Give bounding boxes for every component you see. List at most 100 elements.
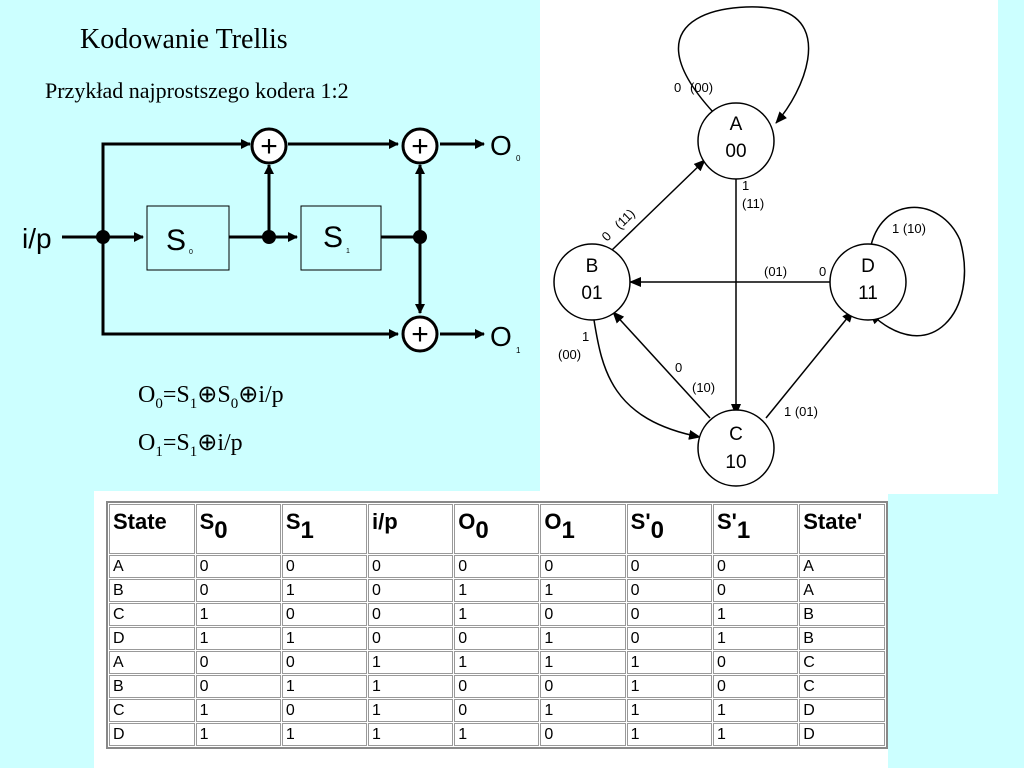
table-cell: C: [109, 603, 195, 626]
state-node-a: [697, 102, 775, 180]
table-cell: 1: [368, 651, 454, 674]
column-header: S1: [281, 504, 368, 554]
table-cell: 0: [712, 579, 799, 602]
table-cell: 0: [626, 555, 712, 578]
table-cell: 0: [368, 603, 454, 626]
table-cell: 0: [454, 555, 540, 578]
table-cell: D: [109, 723, 195, 746]
transition-ac-output: (11): [742, 196, 764, 211]
table-cell: 0: [626, 627, 712, 650]
table-cell: 0: [712, 675, 799, 698]
xor-plus: +: [411, 318, 429, 351]
table-cell: 0: [540, 675, 626, 698]
register-s1-sub: 1: [346, 248, 350, 255]
transition-ba-input: 0: [599, 228, 615, 244]
xor-gate-3: [401, 315, 439, 353]
table-cell: 1: [540, 579, 626, 602]
table-cell: C: [799, 651, 885, 674]
transition-db-output: (01): [764, 264, 787, 279]
input-label: i/p: [22, 223, 52, 254]
transition-bc-output: (00): [558, 347, 581, 362]
junction-dot: [262, 230, 276, 244]
state-diagram: A 00 B 01 C 10 D 11 0 (00) 1 (11) 0 (11)…: [553, 6, 966, 487]
table-cell: 0: [540, 603, 626, 626]
xor-plus: +: [411, 130, 429, 163]
state-node-c: [697, 409, 775, 487]
transition-ac-input: 1: [742, 178, 749, 193]
table-cell: 0: [368, 627, 454, 650]
table-cell: 1: [712, 699, 799, 722]
output-o1-label: O: [490, 321, 512, 352]
slide-subtitle: Przykład najprostszego kodera 1:2: [45, 78, 349, 103]
table-cell: 1: [195, 699, 281, 722]
table-cell: 1: [712, 723, 799, 746]
table-cell: 1: [712, 603, 799, 626]
column-header: S0: [195, 504, 281, 554]
table-cell: 0: [281, 651, 368, 674]
table-cell: 1: [454, 603, 540, 626]
column-header: State: [109, 504, 195, 554]
table-cell: 1: [540, 699, 626, 722]
table-cell: 0: [712, 555, 799, 578]
table-cell: 1: [540, 651, 626, 674]
state-c-name: C: [729, 424, 743, 445]
table-cell: B: [109, 579, 195, 602]
register-s0-sub: 0: [189, 249, 193, 256]
table-cell: 1: [195, 723, 281, 746]
state-node-d: [829, 243, 907, 321]
table-cell: 1: [454, 579, 540, 602]
equation-o0: O0=S1⊕S0⊕i/p: [138, 382, 284, 412]
table-cell: 0: [368, 555, 454, 578]
table-cell: C: [109, 699, 195, 722]
column-header: S'1: [712, 504, 799, 554]
table-cell: 1: [281, 675, 368, 698]
table-cell: A: [109, 651, 195, 674]
xor-plus: +: [260, 130, 278, 163]
column-header: i/p: [368, 504, 454, 554]
table-cell: 1: [626, 699, 712, 722]
equation-o1: O1=S1⊕i/p: [138, 430, 243, 460]
table-cell: 0: [540, 723, 626, 746]
transition-cd-label: 1 (01): [784, 404, 818, 419]
transition-aa-output: (00): [690, 80, 713, 95]
table-cell: 1: [626, 675, 712, 698]
register-s0: [146, 205, 230, 271]
table-cell: 1: [368, 699, 454, 722]
register-s1: [300, 205, 382, 271]
table-cell: 0: [712, 651, 799, 674]
column-header: O1: [540, 504, 626, 554]
state-d-name: D: [861, 256, 875, 277]
slide-title: Kodowanie Trellis: [80, 24, 288, 55]
table-cell: 1: [712, 627, 799, 650]
table-cell: B: [799, 627, 885, 650]
table-cell: 1: [454, 723, 540, 746]
table-cell: 0: [368, 579, 454, 602]
state-b-code: 01: [581, 283, 602, 304]
column-header: State': [799, 504, 885, 554]
table-cell: 1: [368, 675, 454, 698]
table-cell: 1: [195, 627, 281, 650]
table-cell: 0: [454, 699, 540, 722]
transition-bc-input: 1: [582, 329, 589, 344]
xor-gate-2: [401, 127, 439, 165]
table-cell: A: [109, 555, 195, 578]
state-node-b: [553, 243, 631, 321]
table-cell: 1: [281, 723, 368, 746]
table-cell: B: [799, 603, 885, 626]
table-cell: C: [799, 675, 885, 698]
encoder-diagram: + + + i/p S 0 S 1 O 0 O 1: [22, 127, 521, 355]
table-cell: D: [799, 699, 885, 722]
table-cell: 0: [281, 699, 368, 722]
output-o1-sub: 1: [516, 346, 521, 355]
transition-dd-label: 1 (10): [892, 221, 926, 236]
table-cell: 0: [626, 579, 712, 602]
state-b-name: B: [586, 256, 599, 277]
transition-cb-input: 0: [675, 360, 682, 375]
